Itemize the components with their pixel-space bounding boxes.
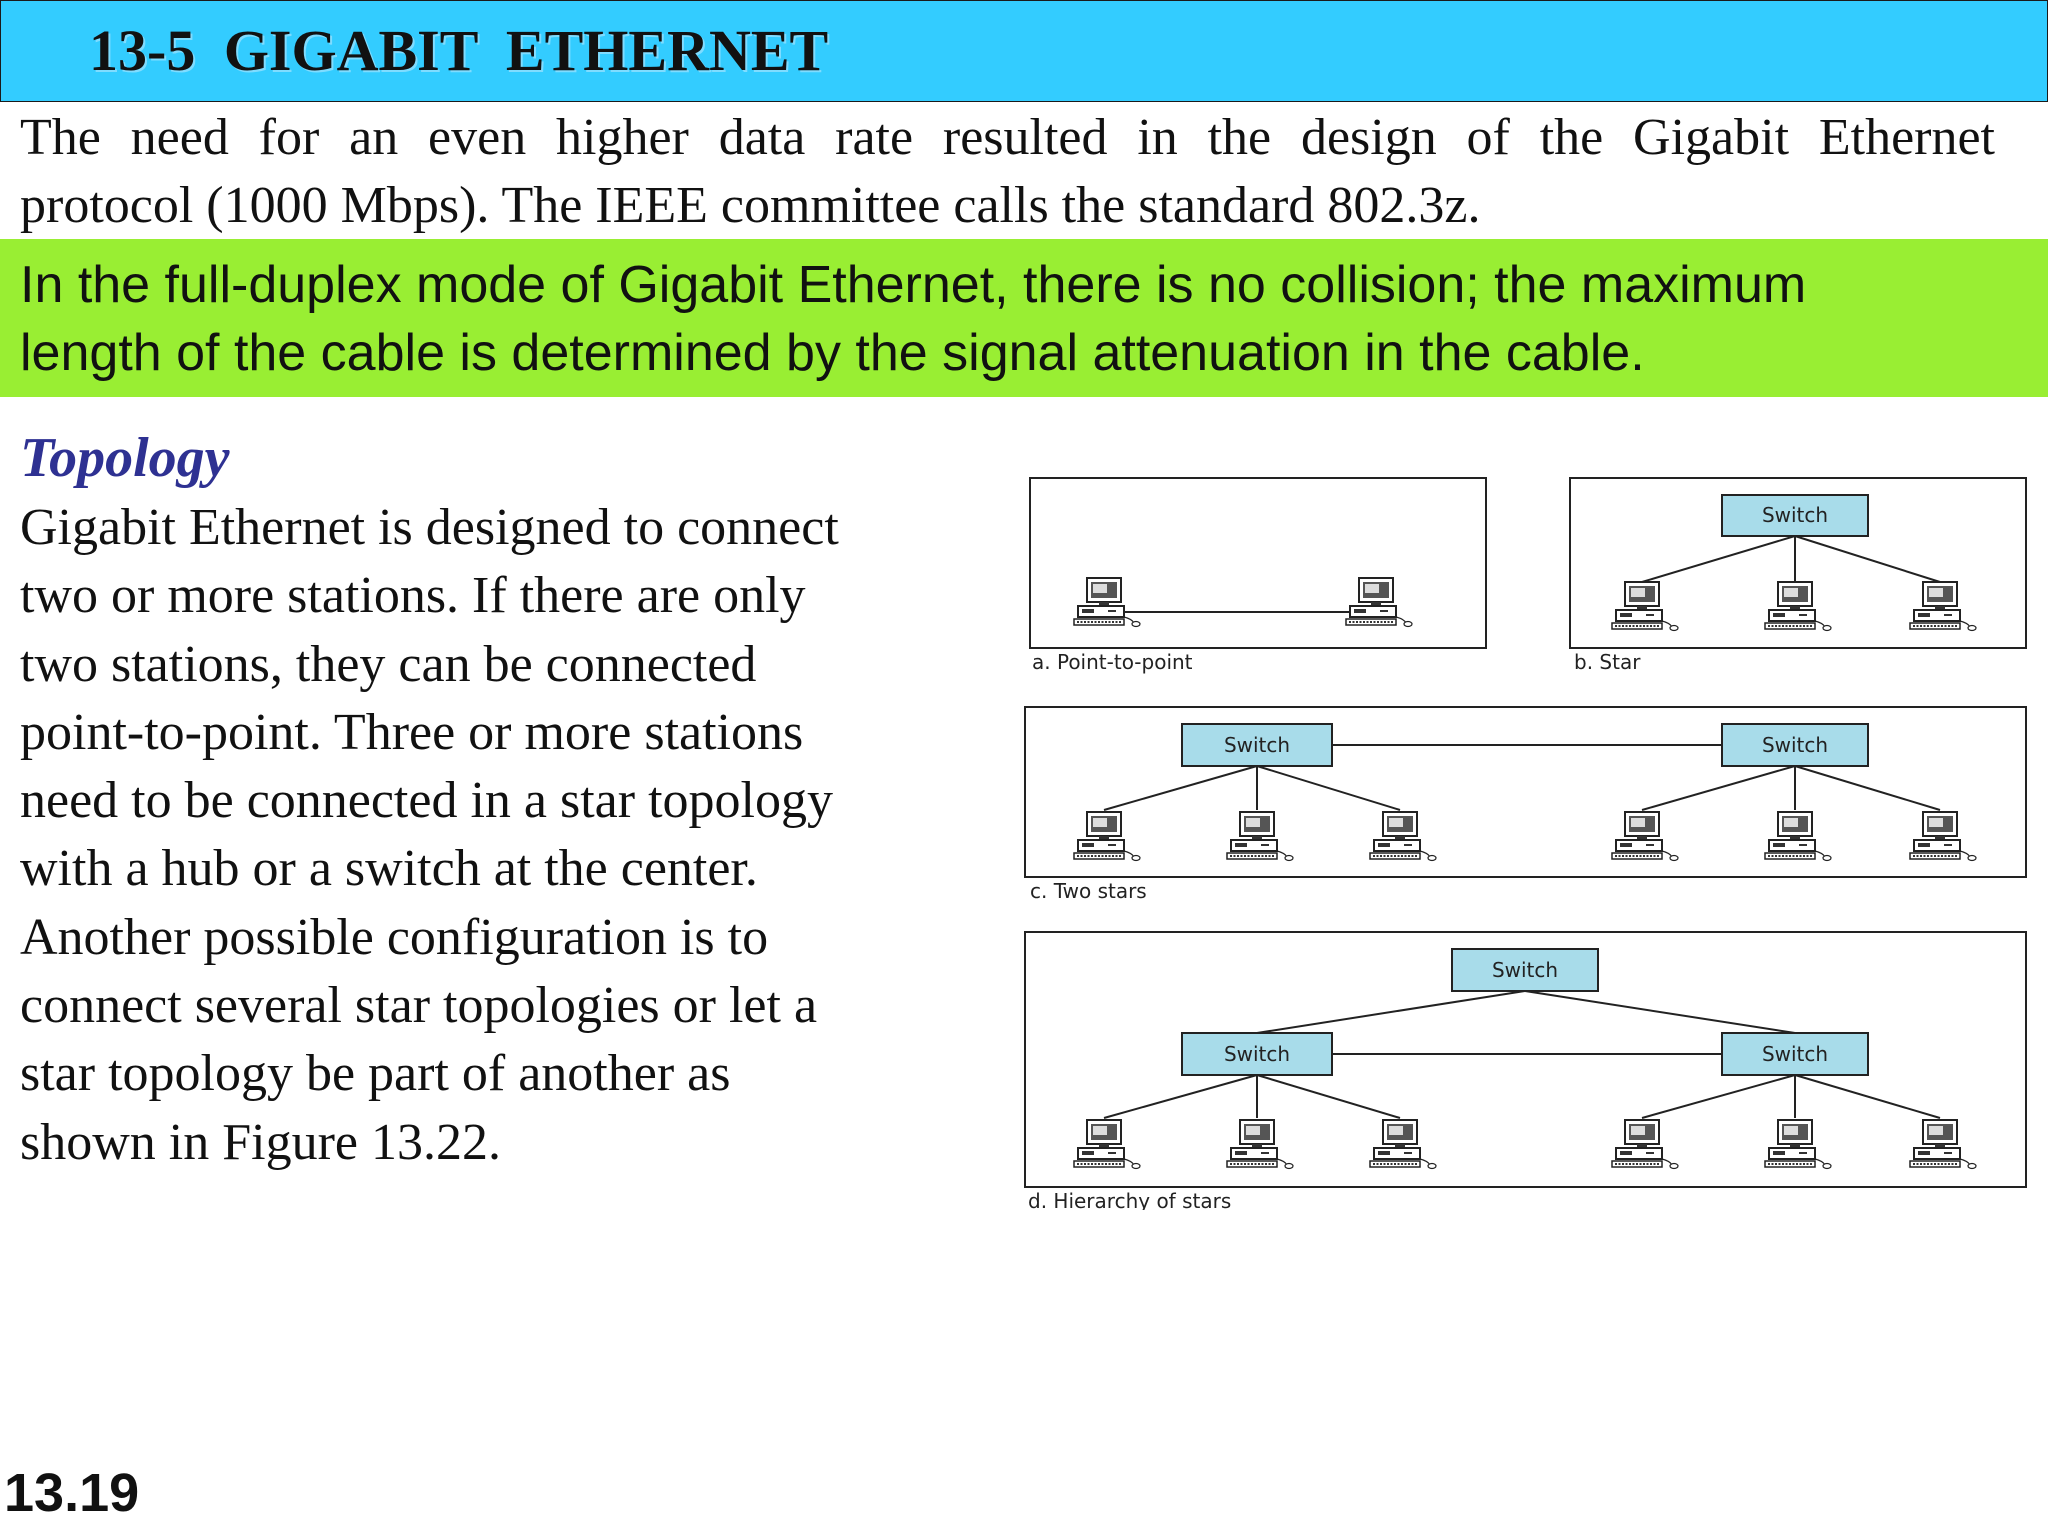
topology-heading: Topology	[20, 427, 230, 489]
slide-title: 13-5 GIGABIT ETHERNET	[89, 18, 829, 83]
topology-line: with a hub or a switch at the center.	[20, 840, 758, 898]
note-line-2: length of the cable is determined by the…	[20, 324, 1645, 382]
station-icon	[1345, 577, 1413, 628]
frame-two-stars	[1024, 706, 2027, 878]
station-icon	[1764, 1119, 1832, 1170]
station-icon	[1226, 811, 1294, 862]
switch-label: Switch	[1492, 958, 1558, 982]
intro-paragraph: The need for an even higher data rate re…	[20, 104, 1995, 240]
switch-box	[1451, 948, 1599, 992]
topology-paragraph: Gigabit Ethernet is designed to connect …	[20, 494, 839, 1177]
station-icon	[1611, 1119, 1679, 1170]
station-icon	[1909, 1119, 1977, 1170]
intro-line-2: protocol (1000 Mbps). The IEEE committee…	[20, 177, 1481, 234]
station-icon	[1909, 581, 1977, 632]
topology-line: point-to-point. Three or more stations	[20, 703, 804, 761]
switch-box	[1721, 1032, 1869, 1076]
full-duplex-note: In the full-duplex mode of Gigabit Ether…	[0, 239, 2048, 397]
station-icon	[1369, 811, 1437, 862]
intro-line-1: The need for an even higher data rate re…	[20, 109, 1995, 166]
switch-box	[1181, 1032, 1333, 1076]
caption-hierarchy: d. Hierarchy of stars	[1028, 1189, 1231, 1210]
switch-label: Switch	[1762, 1042, 1828, 1066]
frame-star	[1569, 477, 2027, 649]
topology-line: shown in Figure 13.22.	[20, 1113, 501, 1171]
station-icon	[1909, 811, 1977, 862]
station-icon	[1764, 581, 1832, 632]
topology-line: need to be connected in a star topology	[20, 772, 833, 830]
switch-label: Switch	[1762, 503, 1828, 527]
station-icon	[1073, 1119, 1141, 1170]
station-icon	[1073, 811, 1141, 862]
topology-line: star topology be part of another as	[20, 1045, 731, 1103]
caption-point-to-point: a. Point-to-point	[1032, 650, 1193, 674]
switch-box	[1721, 723, 1869, 767]
switch-label: Switch	[1762, 733, 1828, 757]
station-icon	[1226, 1119, 1294, 1170]
station-icon	[1369, 1119, 1437, 1170]
switch-label: Switch	[1224, 1042, 1290, 1066]
station-icon	[1764, 811, 1832, 862]
note-line-1: In the full-duplex mode of Gigabit Ether…	[20, 256, 1807, 314]
topology-line: connect several star topologies or let a	[20, 977, 818, 1035]
station-icon	[1611, 581, 1679, 632]
switch-box	[1721, 494, 1869, 537]
caption-two-stars: c. Two stars	[1030, 879, 1147, 903]
topology-line: two or more stations. If there are only	[20, 567, 806, 625]
switch-label: Switch	[1224, 733, 1290, 757]
title-bar: 13-5 GIGABIT ETHERNET	[0, 0, 2048, 102]
station-icon	[1611, 811, 1679, 862]
topology-line: Gigabit Ethernet is designed to connect	[20, 499, 839, 556]
page-number: 13.19	[4, 1463, 140, 1523]
topology-line: Another possible configuration is to	[20, 908, 769, 966]
frame-hierarchy	[1024, 931, 2027, 1188]
caption-star: b. Star	[1574, 650, 1641, 674]
topology-figure: a. Point-to-point Switch b. Star Switch …	[1020, 470, 2032, 1213]
frame-point-to-point	[1029, 477, 1487, 649]
station-icon	[1073, 577, 1141, 628]
switch-box	[1181, 723, 1333, 767]
topology-line: two stations, they can be connected	[20, 635, 757, 693]
